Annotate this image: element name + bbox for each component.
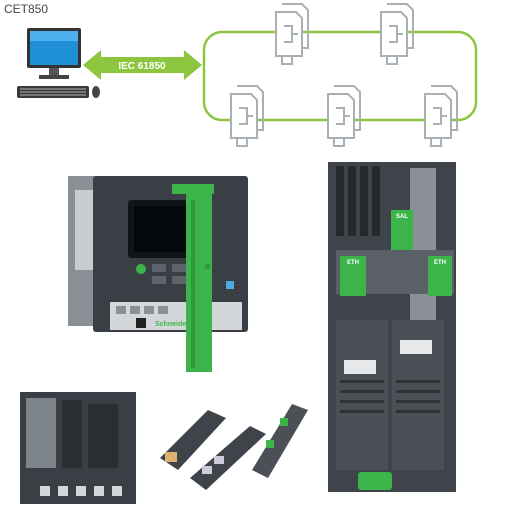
ied-device-icon — [424, 85, 458, 147]
computer-icon — [17, 28, 100, 98]
relay-base-view — [20, 392, 136, 504]
communication-modules — [160, 404, 308, 490]
ied-device-icon — [230, 85, 264, 147]
ied-device-icon — [275, 3, 309, 65]
protocol-label: IEC 61850 — [118, 61, 166, 72]
relay-front-view: Schneider — [68, 176, 248, 372]
relay-side-view: SAL ETH ETH — [328, 162, 456, 492]
brand-label: Schneider — [155, 321, 189, 328]
ied-device-icon — [380, 3, 414, 65]
software-name: CET850 — [4, 2, 49, 16]
module-label: ETH — [434, 260, 446, 266]
protocol-arrow — [83, 50, 202, 80]
ied-device-icon — [327, 85, 361, 147]
module-label: ETH — [347, 260, 359, 266]
module-label: SAL — [396, 214, 408, 220]
